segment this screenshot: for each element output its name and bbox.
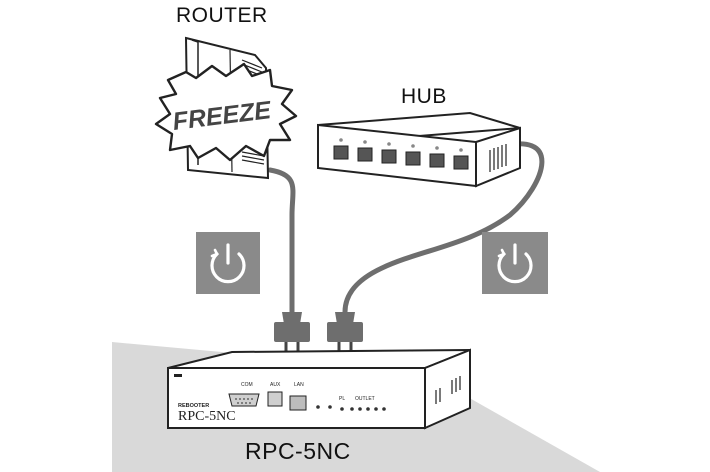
lan-label: LAN: [294, 382, 304, 388]
router: FREEZE: [154, 36, 298, 180]
device-side: [424, 348, 471, 430]
com-label: COM: [241, 382, 253, 388]
aux-label: AUX: [270, 382, 281, 388]
com-port: [228, 393, 260, 407]
status-leds: [316, 405, 332, 409]
device-brand-text: RPC-5NC: [178, 409, 236, 424]
hub-side-vents: [489, 144, 507, 172]
hub-port-5: [429, 153, 445, 168]
rpc-device: REBOOTER RPC-5NC COM AUX LAN PL OUTLET: [167, 348, 471, 430]
device-series-text: REBOOTER: [178, 403, 209, 409]
hub-port-3: [381, 149, 397, 164]
hub-cable: [342, 141, 545, 315]
hub-port-6: [453, 155, 469, 170]
pl-label: PL: [339, 396, 345, 402]
freeze-badge: [154, 62, 298, 162]
hub-ports: [333, 145, 469, 170]
device-side-vents: [435, 376, 461, 404]
hub-label: HUB: [401, 85, 447, 108]
device-label: RPC-5NC: [245, 438, 351, 464]
router-label: ROUTER: [176, 4, 268, 27]
power-button-icon: [210, 243, 246, 284]
outlet-label: OUTLET: [355, 396, 375, 402]
hub-port-4: [405, 151, 421, 166]
hub-port-1: [333, 145, 349, 160]
router-cable: [267, 167, 296, 315]
power-button-icon: [497, 243, 533, 284]
lan-port: [289, 395, 307, 411]
outlet-leds: [340, 407, 386, 411]
hub-plug: [327, 312, 363, 352]
hub-power-tile: [482, 232, 548, 294]
hub-port-2: [357, 147, 373, 162]
aux-port: [267, 391, 283, 407]
router-plug: [274, 312, 310, 352]
hub: [317, 111, 521, 188]
router-power-tile: [196, 232, 260, 294]
